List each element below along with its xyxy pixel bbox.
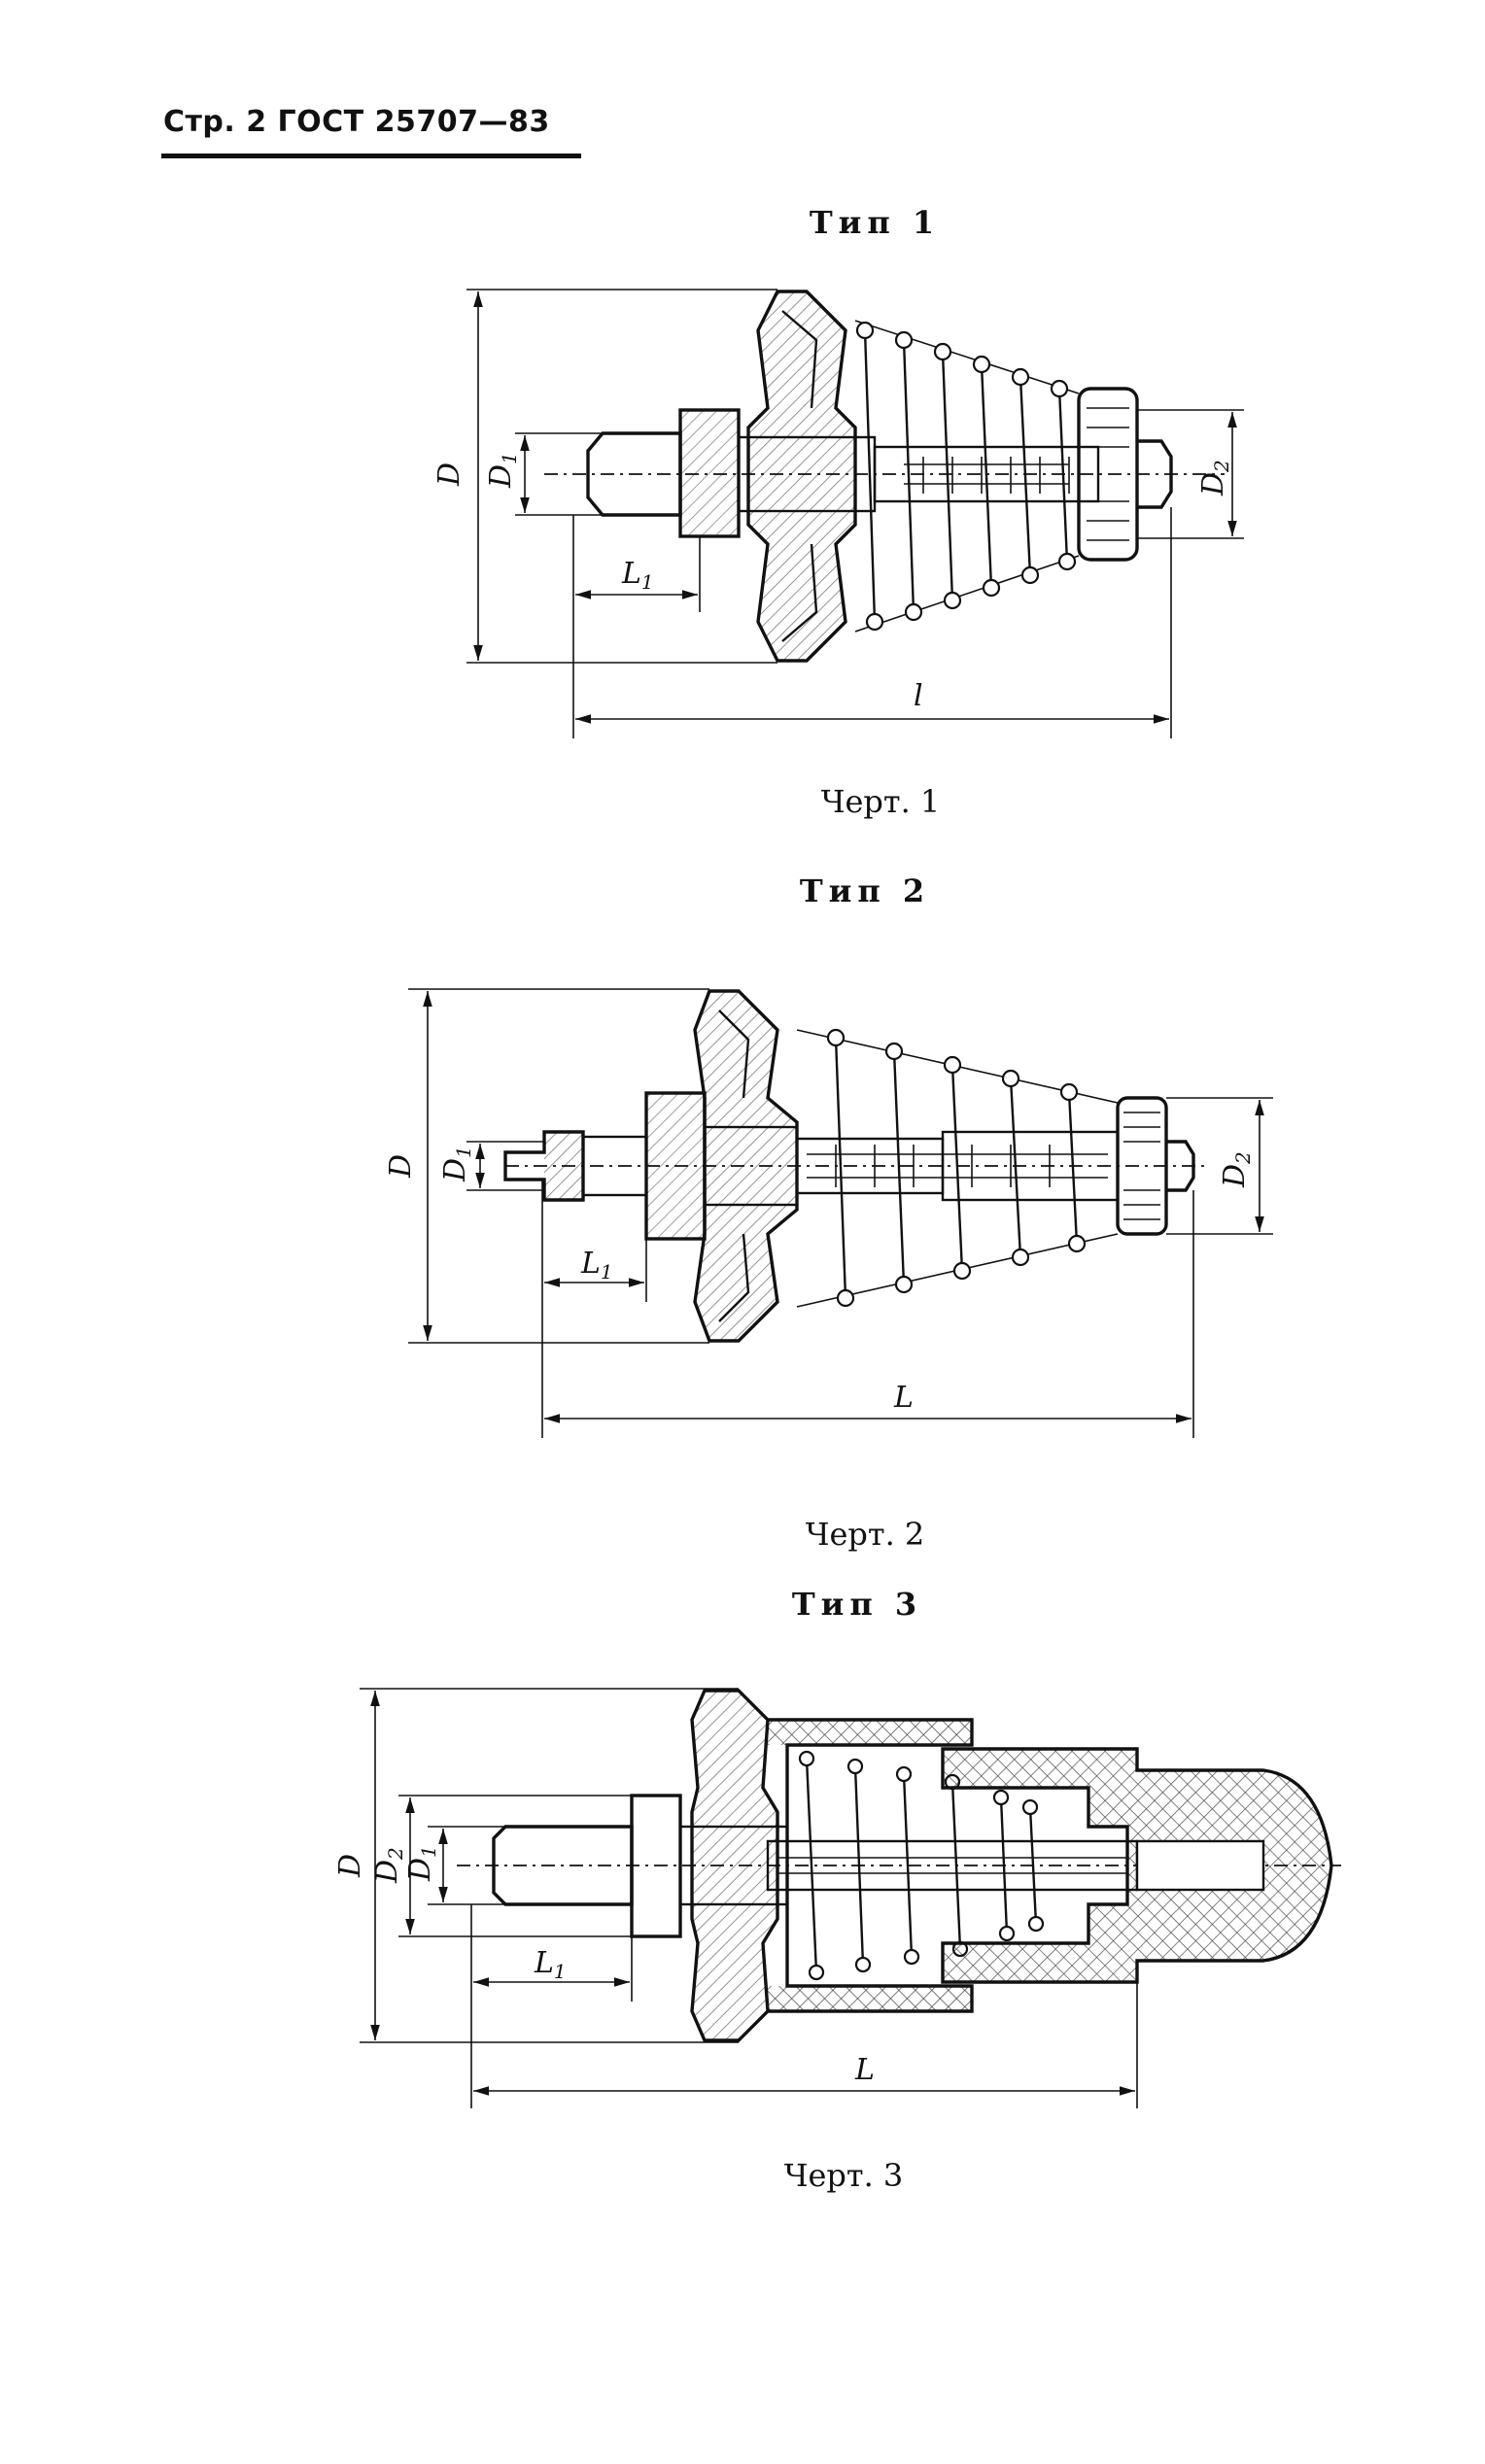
- fig3-dim-L1: L: [534, 1946, 554, 1980]
- fig3-dim-D2: D: [370, 1860, 404, 1884]
- fig1-dim-L1: L: [621, 557, 641, 591]
- svg-text:D1: D1: [484, 452, 521, 489]
- fig1-dim-L: l: [914, 679, 923, 713]
- fig3-dim-D1: D: [403, 1858, 437, 1882]
- figure-1-type-label: Тип 1: [809, 204, 941, 241]
- figure-3-type-label: Тип 3: [791, 1586, 923, 1623]
- figure-2-drawing: D D1 D2 L1 L: [384, 988, 1273, 1438]
- svg-text:D1: D1: [403, 1845, 440, 1882]
- fig2-dim-L1: L: [580, 1247, 601, 1281]
- figure-3-caption: Черт. 3: [783, 2157, 904, 2194]
- svg-text:L1: L1: [621, 557, 654, 594]
- svg-text:D2: D2: [370, 1847, 407, 1884]
- fig2-dim-L: L: [893, 1381, 914, 1415]
- fig1-dim-D2: D: [1196, 472, 1230, 496]
- svg-text:L1: L1: [580, 1247, 613, 1283]
- figure-2-caption: Черт. 2: [805, 1516, 925, 1553]
- figure-1-drawing: D D1 D2 L1 l: [432, 289, 1244, 738]
- fig2-dim-D: D: [384, 1154, 418, 1179]
- header-rule: [161, 154, 581, 158]
- svg-text:D2: D2: [1218, 1151, 1255, 1188]
- fig3-dim-D: D: [333, 1854, 367, 1878]
- figure-2-type-label: Тип 2: [799, 873, 931, 909]
- fig1-dim-D1: D: [484, 464, 518, 489]
- figure-3-drawing: D D2 D1 L1 L: [333, 1688, 1341, 2108]
- page-header: Стр. 2 ГОСТ 25707—83: [163, 105, 550, 139]
- figure-1-caption: Черт. 1: [820, 783, 941, 820]
- fig3-dim-L: L: [854, 2053, 875, 2087]
- fig2-dim-D2: D: [1218, 1164, 1252, 1188]
- fig2-dim-D1: D: [438, 1158, 472, 1182]
- svg-text:L1: L1: [534, 1946, 567, 1983]
- svg-text:D2: D2: [1196, 460, 1233, 496]
- fig1-dim-D: D: [432, 462, 466, 487]
- svg-text:D1: D1: [438, 1146, 475, 1182]
